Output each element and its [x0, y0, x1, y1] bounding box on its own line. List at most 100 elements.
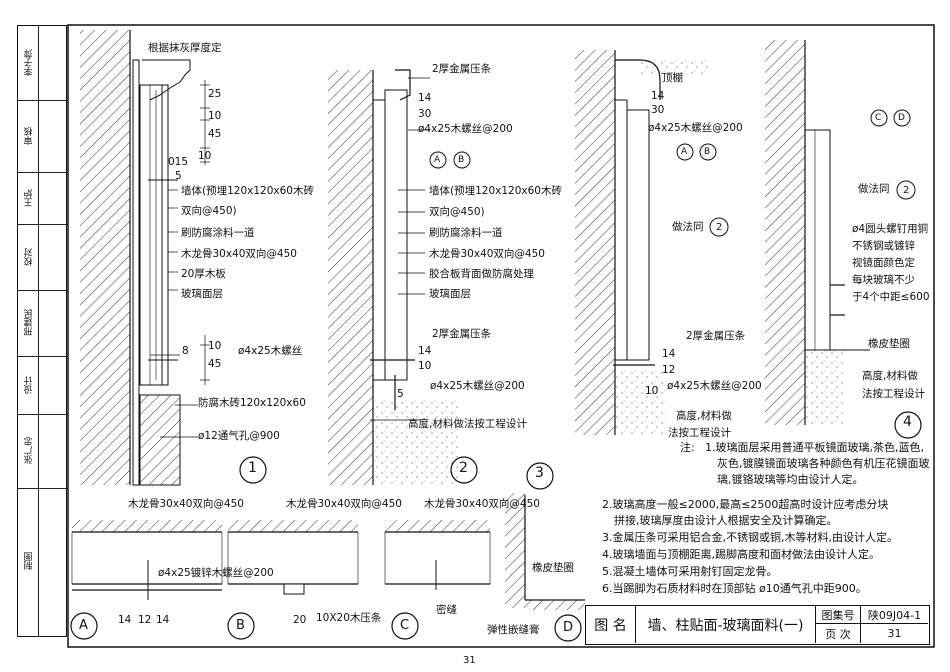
section-b-dim: 20 — [293, 614, 307, 626]
detail2-dim: 14 — [418, 92, 432, 104]
detail2-label: 胶合板背面做防腐处理 — [429, 268, 534, 280]
detail3-bottom-label: 2厚金属压条 — [686, 330, 746, 342]
section-d-sealant: 弹性嵌缝膏 — [487, 624, 540, 636]
detail4-label: 不锈钢或镀锌 — [852, 240, 915, 252]
detail1-label: 玻璃面层 — [181, 288, 223, 300]
signature-column: 李子萍 审核 王炉 校对 邢建民 设计 张广忠 制图 — [17, 25, 68, 637]
signature-row: 审核 — [18, 100, 68, 173]
page-footer-number: 31 — [463, 655, 476, 666]
detail3-screw-bottom: ø4x25木螺丝@200 — [667, 380, 762, 392]
detail2-dim: 5 — [397, 388, 404, 400]
detail3-dim: 12 — [662, 364, 676, 376]
section-b-ref: B — [236, 618, 245, 633]
detail3-ceiling: 顶棚 — [662, 72, 683, 84]
detail1-dim: 45 — [208, 128, 222, 140]
note-line: 5.混凝土墙体可采用射钉固定龙骨。 — [602, 565, 778, 578]
section-d-pad: 橡皮垫圈 — [532, 562, 574, 574]
detail-4-drawing — [765, 40, 922, 439]
detail4-label: ø4圆头螺钉用铜 — [852, 223, 929, 235]
section-b-label: 木龙骨30x40双向@450 — [286, 498, 402, 510]
detail2-top-label: 2厚金属压条 — [432, 63, 492, 75]
detail1-dim: 10 — [208, 340, 222, 352]
title-text: 墙、柱贴面-玻璃面料(一) — [636, 606, 816, 643]
note-line: 拼接,玻璃厚度由设计人根据安全及计算确定。 — [614, 514, 838, 527]
detail-1-drawing — [80, 30, 267, 486]
section-c-ref: C — [400, 618, 410, 633]
detail3-dim: 14 — [662, 348, 676, 360]
detail3-dim: 30 — [651, 104, 665, 116]
detail2-ref-a: A — [434, 155, 441, 165]
detail4-ref-c: C — [875, 113, 882, 123]
section-c-label: 木龙骨30x40双向@450 — [424, 498, 540, 510]
section-d-ref: D — [563, 620, 574, 635]
section-a-dim: 14 — [156, 614, 170, 626]
detail1-label: 刷防腐涂料一道 — [181, 227, 255, 239]
note-line: 灰色,镀膜镜面玻璃各种颜色有机压花镜面玻 — [717, 457, 930, 470]
detail2-footer: 高度,材料做法按工程设计 — [408, 418, 527, 430]
detail3-ref-a: A — [681, 147, 688, 157]
section-a-dim: 12 — [138, 614, 152, 626]
detail1-dim: 25 — [208, 88, 222, 100]
detail2-label: 墙体(预埋120x120x60木砖 — [429, 185, 562, 197]
note-line: 3.金属压条可采用铝合金,不锈钢或铜,木等材料,由设计人定。 — [602, 531, 898, 544]
detail2-label: 木龙骨30x40双向@450 — [429, 248, 545, 260]
signature-row: 设计 — [18, 356, 68, 415]
section-a-dim: 14 — [118, 614, 132, 626]
signature-row: 李子萍 — [18, 26, 68, 101]
detail4-label: 视镜面颜色定 — [852, 257, 915, 269]
detail3-same-as: 做法同 — [672, 221, 704, 233]
detail3-ref-b: B — [704, 147, 711, 157]
detail1-dim: 45 — [208, 358, 222, 370]
detail3-dim: 14 — [651, 90, 665, 102]
detail-3-drawing — [575, 50, 729, 435]
note-line: 1.玻璃面层采用普通平板镜面玻璃,茶色,蓝色, — [705, 441, 924, 454]
note-line: 璃,镀铬玻璃等均由设计人定。 — [717, 473, 864, 486]
detail3-footer: 法按工程设计 — [668, 427, 731, 439]
section-d-drawing — [554, 614, 582, 642]
detail4-same-as: 做法同 — [858, 183, 890, 195]
detail1-dim: 8 — [182, 345, 189, 357]
section-a-drawing — [70, 520, 223, 640]
detail3-dim: 10 — [645, 385, 659, 397]
detail-2-drawing — [328, 69, 478, 485]
section-c-seal: 密缝 — [436, 604, 457, 616]
detail3-footer: 高度,材料做 — [676, 410, 732, 422]
detail4-number: 4 — [903, 414, 912, 430]
detail1-screw: ø4x25木螺丝 — [238, 345, 303, 357]
note-line: 6.当踢脚为石质材料时在顶部钻 ø10通气孔中距900。 — [602, 582, 867, 595]
signature-row: 张广忠 — [18, 414, 68, 489]
detail-3-corner-drawing — [505, 462, 585, 610]
title-block: 图 名 墙、柱贴面-玻璃面料(一) 图集号 陕09J04-1 页 次 31 — [585, 605, 930, 645]
detail1-dim: 10 — [208, 110, 222, 122]
detail2-bottom-label: 2厚金属压条 — [432, 328, 492, 340]
signature-row: 王炉 — [18, 172, 68, 225]
detail1-label: 墙体(预埋120x120x60木砖 — [181, 185, 314, 197]
section-a-screw: ø4x25镀锌木螺丝@200 — [158, 567, 274, 579]
detail4-footer: 法按工程设计 — [862, 388, 925, 400]
signature-row: 校对 — [18, 224, 68, 291]
detail3-same-as-ref: 2 — [716, 222, 723, 233]
detail1-number: 1 — [248, 460, 257, 476]
detail4-footer: 高度,材料做 — [862, 370, 918, 382]
detail1-dim: 10 — [198, 150, 212, 162]
detail1-label: 20厚木板 — [181, 268, 226, 280]
atlas-label: 图集号 — [816, 606, 861, 624]
detail1-label: 双向@450) — [181, 205, 237, 217]
detail4-label: 每块玻璃不少 — [852, 274, 915, 286]
signature-divider — [38, 26, 39, 636]
section-b-drawing — [227, 520, 359, 640]
detail2-screw-top: ø4x25木螺丝@200 — [418, 123, 513, 135]
page-label: 页 次 — [816, 624, 861, 643]
detail2-dim: 10 — [418, 360, 432, 372]
section-a-label: 木龙骨30x40双向@450 — [128, 498, 244, 510]
detail1-label: ø12通气孔@900 — [198, 430, 280, 442]
detail4-same-as-ref: 2 — [903, 185, 910, 196]
detail2-ref-b: B — [458, 155, 465, 165]
note-line: 4.玻璃墙面与顶棚距离,踢脚高度和面材做法由设计人定。 — [602, 548, 880, 561]
detail2-dim: 14 — [418, 345, 432, 357]
section-c-drawing — [384, 520, 491, 640]
note-line: 2.玻璃高度一般≤2000,最高≤2500超高时设计应考虑分块 — [602, 498, 889, 511]
signature-row: 邢建民 — [18, 290, 68, 357]
